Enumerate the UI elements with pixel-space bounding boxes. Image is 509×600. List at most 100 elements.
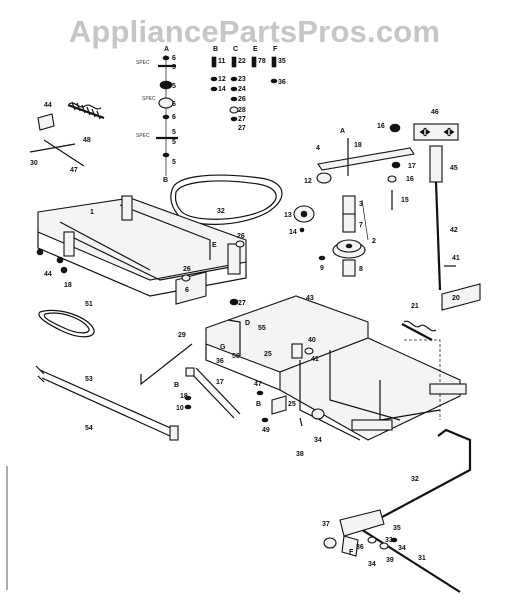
callout-label: 8 [359,266,363,273]
callout-label: 17 [408,163,416,170]
callout-label: 32 [217,208,225,215]
legend-callout: 5 [172,64,176,71]
callout-label: 55 [258,325,266,332]
callout-label: 41 [452,255,460,262]
legend-callout: 14 [218,86,226,93]
legend-callout: 12 [218,76,226,83]
legend-col-f-header: F [273,46,278,53]
callout-label: 13 [284,212,292,219]
callout-label: 30 [30,160,38,167]
callout-label: 41 [311,356,319,363]
callout-label: 54 [85,425,93,432]
callout-label: 1 [90,209,94,216]
callout-label: 43 [306,295,314,302]
spring-assembly: 44 48 30 47 [29,101,105,174]
callout-label: 44 [44,102,52,109]
deck-frame-1: 1 E 26 26 6 44 18 [36,195,247,305]
callout-label: 15 [401,197,409,204]
pedal-assembly: 32 31 37 F 35 33 34 39 34 36 [322,428,472,593]
legend-col-b-header: B [213,46,218,53]
callout-label: 18 [64,282,72,289]
legend-callout: 11 [218,58,226,65]
legend-col-a-header: A [164,46,169,53]
legend-callout: 78 [258,58,266,65]
callout-label: 32 [411,476,419,483]
callout-label: 37 [322,521,330,528]
legend-callout: 26 [238,96,246,103]
legend-callout: 27 [238,125,246,132]
legend-col-c-header: C [233,46,238,53]
legend-callout: 5 [172,139,176,146]
legend-callout: 6 [172,55,176,62]
callout-label: 14 [289,229,297,236]
callout-label: 49 [262,427,270,434]
callout-label: 25 [264,351,272,358]
callout-label: 39 [386,557,394,564]
callout-label: 27 [238,300,246,307]
legend-note: SPEC [142,96,156,102]
legend-callout: 35 [278,58,286,65]
belt-51: 51 [38,301,95,338]
legend-callout: 6 [172,114,176,121]
hardware-legend: A 6 SPEC 5 5 SPEC 6 6 SPEC 5 5 5 B B 11 [136,46,286,184]
callout-label: 26 [183,266,191,273]
callout-label: G [220,344,226,351]
legend-callout: 23 [238,76,246,83]
legend-callout: 5 [172,129,176,136]
callout-label: 20 [452,295,460,302]
callout-label: B [174,382,179,389]
callout-label: 44 [44,271,52,278]
legend-callout: 5 [172,83,176,90]
deck-frame-43: 43 55 D 25 40 41 27 G 56 36 [205,295,467,441]
callout-label: 36 [356,544,364,551]
callout-label: 38 [296,451,304,458]
callout-label: 36 [216,358,224,365]
callout-label: 18 [354,142,362,149]
control-rods: 53 54 29 [35,332,193,441]
callout-label: 26 [237,233,245,240]
callout-label: 40 [308,337,316,344]
callout-label: 51 [85,301,93,308]
callout-label: 16 [406,176,414,183]
callout-label: 45 [450,165,458,172]
callout-label: D [245,320,250,327]
callout-label: 47 [70,167,78,174]
callout-label: 17 [216,379,224,386]
lever-arm-17: 17 B 18 10 47 B 49 25 38 34 [174,367,325,458]
legend-callout: 36 [278,79,286,86]
callout-label: 12 [304,178,312,185]
callout-label: 53 [85,376,93,383]
callout-label: 21 [411,303,419,310]
callout-label: 31 [418,555,426,562]
callout-label: 7 [359,222,363,229]
callout-label: 56 [232,353,240,360]
callout-label: 9 [320,265,324,272]
lift-rod-assembly: 46 45 42 41 20 21 [401,109,481,341]
callout-label: B [256,401,261,408]
callout-label: A [340,128,345,135]
spindle-assembly: A 18 4 16 17 16 15 12 13 14 3 7 [284,123,416,277]
callout-label: 4 [316,145,320,152]
callout-label: 34 [368,561,376,568]
callout-label: 3 [359,201,363,208]
callout-label: 46 [431,109,439,116]
legend-note: SPEC [136,133,150,139]
legend-col-e-header: E [253,46,258,53]
callout-label: 29 [178,332,186,339]
callout-label: E [212,242,217,249]
callout-label: 10 [176,405,184,412]
watermark-text: AppliancePartsPros.com [68,14,441,49]
callout-label: 33 [385,537,393,544]
callout-label: 35 [393,525,401,532]
callout-label: 34 [314,437,322,444]
legend-callout: 22 [238,58,246,65]
callout-label: 6 [185,287,189,294]
belt-32: 32 [170,174,283,225]
legend-callout: 28 [238,107,246,114]
callout-label: 47 [254,381,262,388]
legend-callout: 5 [172,159,176,166]
legend-col-a-footer: B [163,177,168,184]
callout-label: 42 [450,227,458,234]
callout-label: 25 [288,401,296,408]
